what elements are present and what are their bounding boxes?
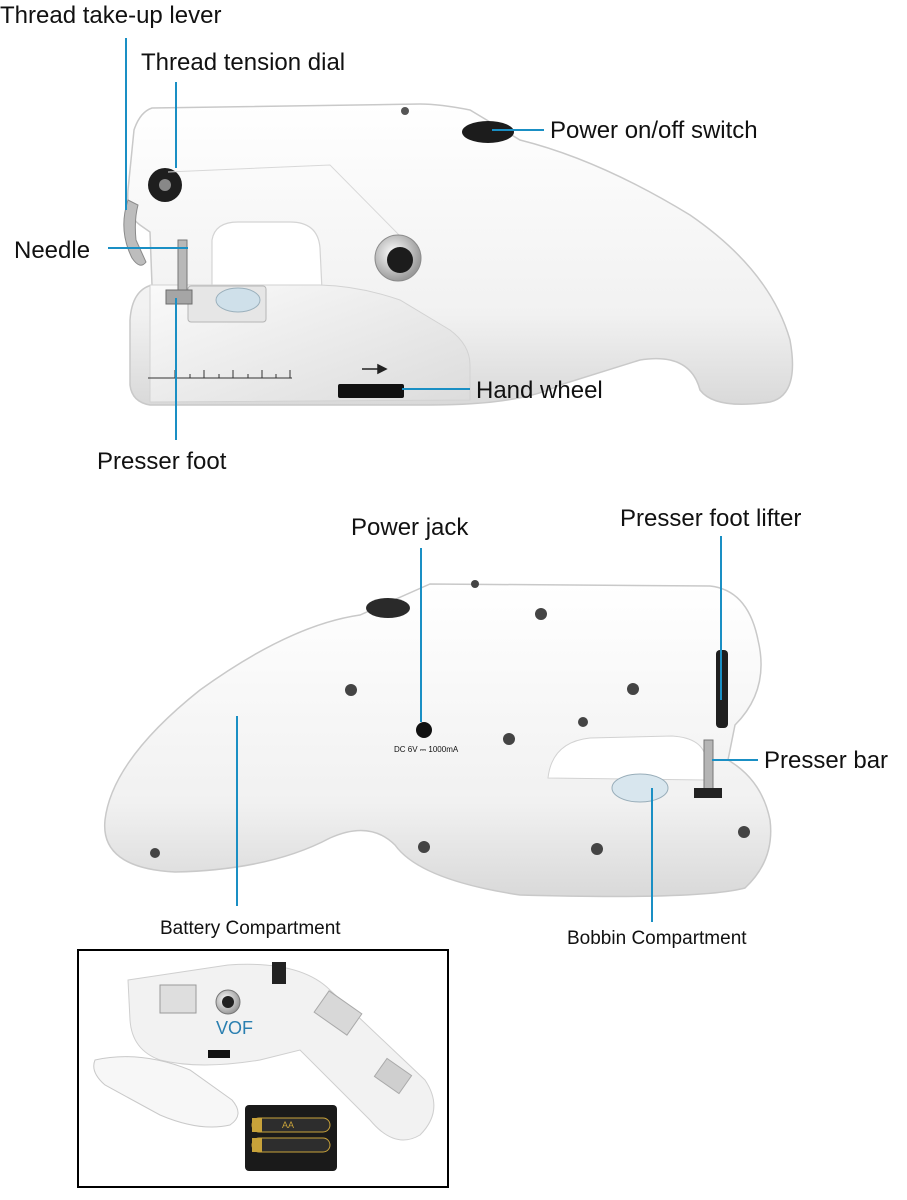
leader-lines (108, 38, 758, 922)
label-thread-tension-dial: Thread tension dial (141, 49, 346, 76)
inset-spool-cap (222, 996, 234, 1008)
spool-cap (387, 247, 413, 273)
inset-battery-pack (245, 1105, 337, 1171)
hand-wheel-icon (338, 384, 404, 398)
inset-battery-cover (93, 1056, 239, 1128)
label-battery-compartment: Battery Compartment (160, 918, 341, 939)
bobbin-window (215, 287, 261, 313)
tension-dial-center (159, 179, 171, 191)
inset-compartment-slot (313, 990, 363, 1036)
inset-compartment-slot-2 (373, 1057, 413, 1095)
inset-switch (272, 962, 286, 984)
machine-rear-body (104, 583, 772, 898)
power-jack-rating: DC 6V ⎓ 1000mA (394, 745, 459, 754)
inset-logo: VOF (216, 1018, 254, 1038)
inset-photo (77, 949, 449, 1188)
power-switch-icon (462, 121, 514, 143)
screw-hole (401, 107, 409, 115)
inset-hand-wheel (208, 1050, 230, 1058)
label-presser-foot-lifter: Presser foot lifter (620, 505, 802, 532)
label-power-jack: Power jack (351, 514, 469, 541)
thread-path (167, 164, 403, 239)
presser-foot-rear (694, 788, 722, 798)
power-jack-icon (416, 722, 432, 738)
screw-holes (150, 580, 750, 858)
rear-switch-knob (366, 598, 410, 618)
bobbin-compartment-window (611, 773, 669, 803)
machine-front-view (123, 103, 794, 406)
label-thread-takeup-lever: Thread take-up lever (0, 2, 222, 29)
machine-rear-view (104, 580, 772, 898)
presser-foot-icon (165, 289, 193, 305)
label-power-switch: Power on/off switch (550, 117, 758, 144)
label-bobbin-compartment: Bobbin Compartment (567, 928, 747, 949)
label-presser-bar: Presser bar (764, 747, 889, 774)
inset-needle-plate (159, 984, 197, 1014)
presser-bar-icon (703, 739, 714, 793)
label-presser-foot: Presser foot (97, 448, 227, 475)
inset-battery-print: AA (282, 1120, 295, 1130)
machine-rear-throat (547, 735, 707, 781)
label-needle: Needle (14, 237, 91, 264)
direction-arrow-icon (362, 363, 388, 375)
label-hand-wheel: Hand wheel (476, 377, 603, 404)
inset-machine-body (127, 963, 435, 1141)
